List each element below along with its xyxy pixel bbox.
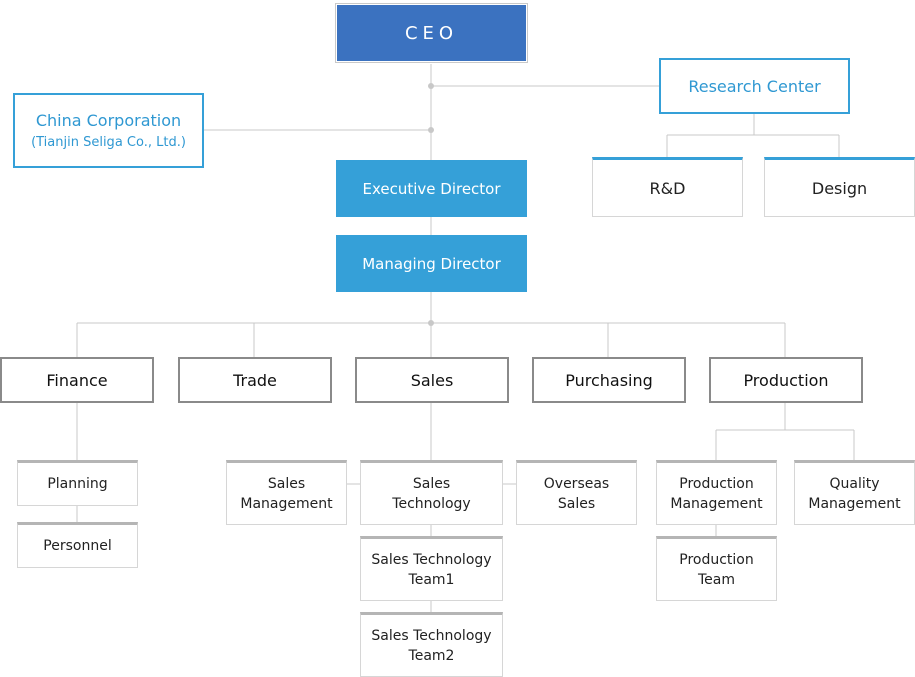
dept-trade-label: Trade bbox=[233, 370, 277, 390]
dept-finance-label: Finance bbox=[46, 370, 108, 390]
unit-production-team-line1: Production bbox=[679, 551, 754, 568]
dept-sales-label: Sales bbox=[410, 370, 454, 390]
unit-production-management-line1: Production bbox=[679, 475, 754, 492]
unit-sales-technology-team1-line2: Team1 bbox=[408, 571, 455, 588]
unit-overseas-sales-line1: Overseas bbox=[543, 475, 610, 492]
unit-personnel-label: Personnel bbox=[43, 538, 112, 554]
unit-production-team-line2: Team bbox=[697, 571, 735, 588]
rnd-node: R&D bbox=[592, 157, 743, 217]
unit-sales-management-line1: Sales bbox=[267, 475, 306, 492]
dept-purchasing-label: Purchasing bbox=[565, 370, 653, 390]
dept-finance: Finance bbox=[0, 357, 154, 403]
ceo-label: CEO bbox=[404, 22, 459, 44]
unit-sales-technology-line1: Sales bbox=[412, 475, 451, 492]
unit-overseas-sales-line2: Sales bbox=[557, 495, 596, 512]
dept-production-label: Production bbox=[743, 370, 829, 390]
unit-quality-management-line2: Management bbox=[808, 495, 901, 512]
rnd-label: R&D bbox=[649, 178, 686, 198]
unit-sales-technology-line2: Technology bbox=[392, 495, 471, 512]
unit-sales-technology-team1: Sales Technology Team1 bbox=[360, 536, 503, 601]
china-corporation-sublabel: (Tianjin Seliga Co., Ltd.) bbox=[31, 134, 186, 150]
unit-quality-management: Quality Management bbox=[794, 460, 915, 525]
unit-planning: Planning bbox=[17, 460, 138, 506]
china-corporation-node: China Corporation (Tianjin Seliga Co., L… bbox=[13, 93, 204, 168]
unit-production-management: Production Management bbox=[656, 460, 777, 525]
unit-overseas-sales: Overseas Sales bbox=[516, 460, 637, 525]
unit-sales-technology-team2-line1: Sales Technology bbox=[371, 627, 492, 644]
ceo-node: CEO bbox=[335, 3, 528, 63]
dept-trade: Trade bbox=[178, 357, 332, 403]
managing-director-label: Managing Director bbox=[362, 254, 501, 273]
dept-purchasing: Purchasing bbox=[532, 357, 686, 403]
executive-director-label: Executive Director bbox=[362, 179, 501, 198]
unit-quality-management-line1: Quality bbox=[829, 475, 880, 492]
dept-production: Production bbox=[709, 357, 863, 403]
design-label: Design bbox=[811, 178, 868, 198]
unit-planning-label: Planning bbox=[47, 476, 108, 492]
china-corporation-label: China Corporation bbox=[35, 110, 182, 130]
unit-sales-technology-team1-line1: Sales Technology bbox=[371, 551, 492, 568]
executive-director-node: Executive Director bbox=[336, 160, 527, 217]
unit-sales-technology-team2: Sales Technology Team2 bbox=[360, 612, 503, 677]
unit-sales-management-line2: Management bbox=[240, 495, 333, 512]
unit-sales-management: Sales Management bbox=[226, 460, 347, 525]
unit-production-management-line2: Management bbox=[670, 495, 763, 512]
unit-sales-technology-team2-line2: Team2 bbox=[408, 647, 455, 664]
unit-production-team: Production Team bbox=[656, 536, 777, 601]
research-center-node: Research Center bbox=[659, 58, 850, 114]
design-node: Design bbox=[764, 157, 915, 217]
unit-personnel: Personnel bbox=[17, 522, 138, 568]
unit-sales-technology: Sales Technology bbox=[360, 460, 503, 525]
dept-sales: Sales bbox=[355, 357, 509, 403]
managing-director-node: Managing Director bbox=[336, 235, 527, 292]
research-center-label: Research Center bbox=[688, 76, 821, 96]
